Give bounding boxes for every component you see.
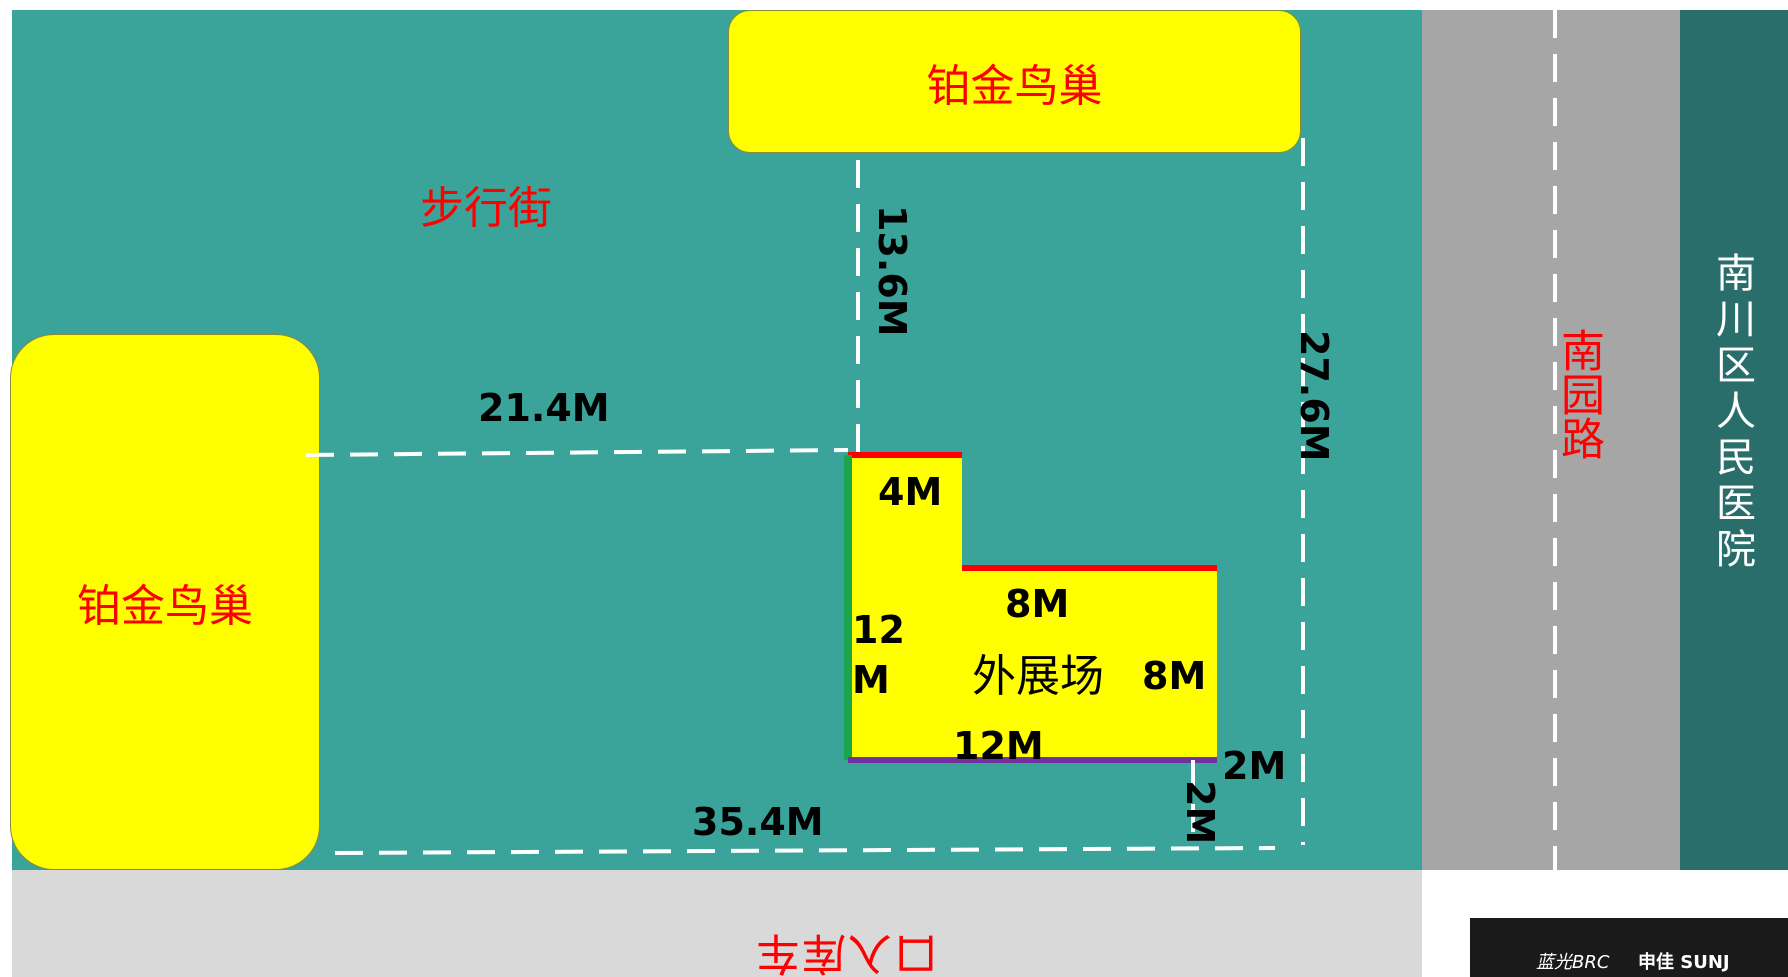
garage-zone (12, 870, 1422, 977)
road-label: 南园路 (1553, 328, 1604, 460)
brand-logo-text-a: 蓝光BRC (1536, 952, 1610, 973)
exhibition-area-label: 外展场 (972, 651, 1104, 702)
dim-12-left-unit: M (852, 658, 890, 702)
dim-8-top: 8M (1005, 582, 1070, 626)
guide-horizontal-mid (305, 448, 849, 457)
dim-27-6: 27.6M (1292, 330, 1336, 462)
top-nest-box: 铂金鸟巢 (728, 10, 1301, 153)
guide-horizontal-bottom (334, 846, 1276, 855)
dim-8-right: 8M (1142, 654, 1207, 698)
hospital-label: 南川区人民医院 (1709, 252, 1755, 574)
dim-12-bottom: 12M (953, 724, 1044, 768)
pedestrian-street-label: 步行街 (420, 183, 552, 234)
dim-2-down: 2M (1178, 780, 1222, 845)
dim-12-left-number: 12 (852, 608, 905, 652)
exhibition-area-shape (848, 455, 1217, 760)
dim-13-6: 13.6M (870, 205, 914, 337)
dim-2-right: 2M (1222, 744, 1287, 788)
dim-4: 4M (878, 470, 943, 514)
road-zone (1422, 10, 1680, 870)
hospital-zone (1680, 10, 1788, 870)
dim-21-4: 21.4M (478, 386, 610, 430)
dim-35-4: 35.4M (692, 800, 824, 844)
brand-logo-text-b: 申佳 SUNJ (1638, 952, 1730, 973)
left-nest-box: 铂金鸟巢 (10, 334, 320, 870)
left-nest-label: 铂金鸟巢 (77, 581, 253, 632)
brand-logo-strip: 蓝光BRC 申佳 SUNJ (1470, 918, 1788, 977)
garage-entrance-label: 车库入口 (757, 933, 946, 977)
top-nest-label: 铂金鸟巢 (926, 60, 1103, 112)
